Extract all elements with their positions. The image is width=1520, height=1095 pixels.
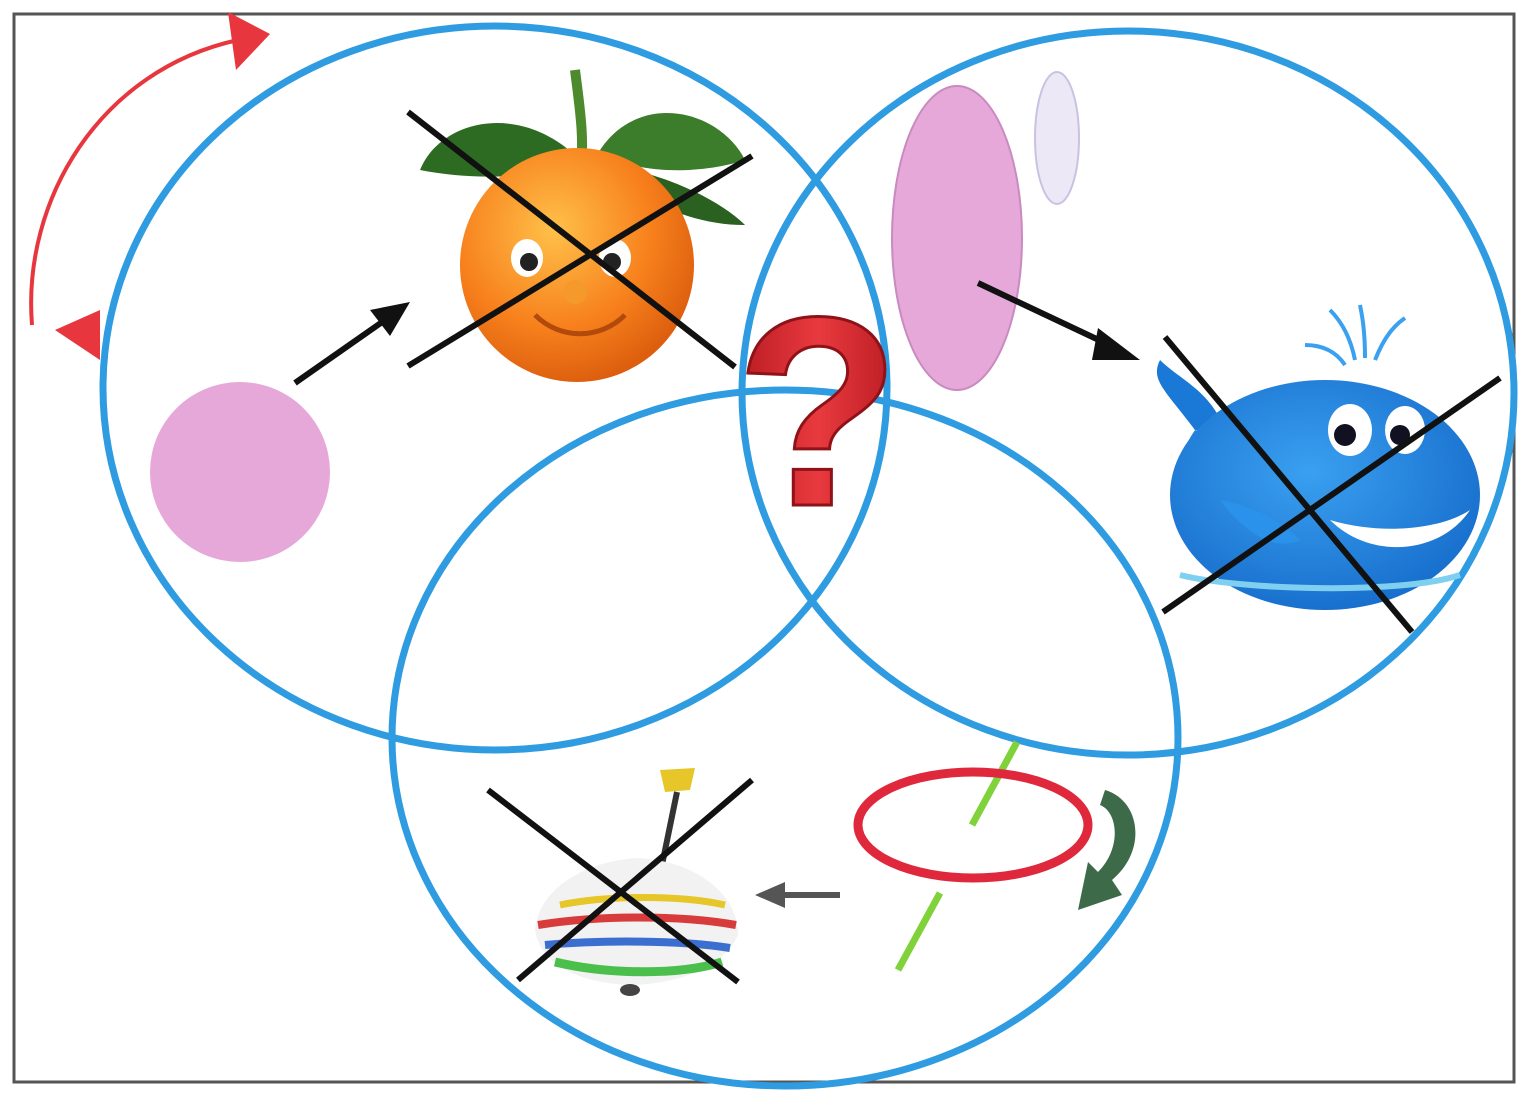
arrow-to-orange xyxy=(295,302,410,383)
light-ellipse-shape xyxy=(1035,72,1079,204)
whale-character-icon xyxy=(1157,305,1480,610)
question-mark-icon: ? xyxy=(736,262,901,563)
arrow-to-top xyxy=(755,882,840,908)
pink-ellipse-shape xyxy=(892,86,1022,390)
rotation-arrow-icon xyxy=(31,12,270,360)
axis-stick-bottom xyxy=(898,893,940,970)
pink-circle-shape xyxy=(150,382,330,562)
axis-stick-top xyxy=(972,742,1017,825)
